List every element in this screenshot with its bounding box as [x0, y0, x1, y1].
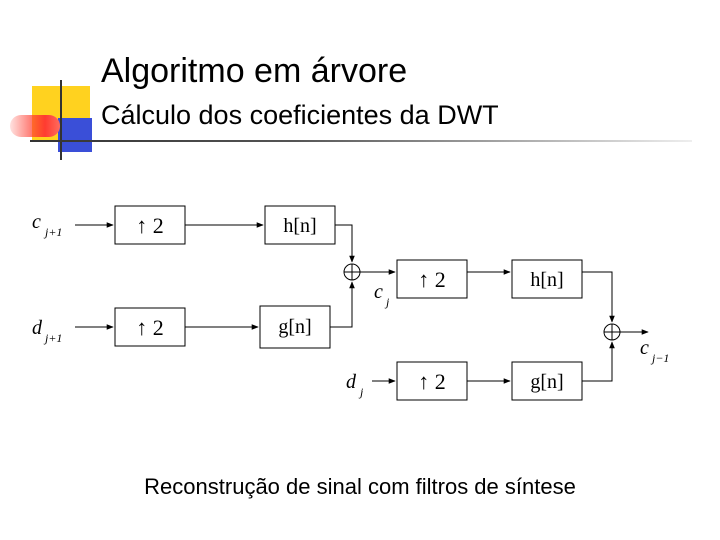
signal-lines-stage2: [360, 269, 649, 384]
svg-text:d: d: [346, 371, 357, 393]
svg-text:g[n]: g[n]: [278, 316, 311, 338]
svg-text:↑ 2: ↑ 2: [136, 315, 164, 340]
svg-text:c: c: [640, 337, 649, 359]
svg-text:↑ 2: ↑ 2: [136, 213, 164, 238]
logo-blue-square: [58, 118, 92, 152]
svg-text:h[n]: h[n]: [283, 215, 316, 237]
svg-text:c: c: [32, 211, 41, 233]
svg-text:↑ 2: ↑ 2: [418, 267, 446, 292]
diagram-caption: Reconstrução de sinal com filtros de sín…: [144, 474, 576, 499]
svg-text:h[n]: h[n]: [530, 269, 563, 291]
label-c-j-plus-1: c j+1: [32, 211, 62, 239]
filter-g-stage2: g[n]: [511, 361, 583, 401]
svg-text:j: j: [358, 385, 364, 399]
label-c-j: c j: [374, 281, 390, 309]
upsampler-c-stage2: ↑ 2: [396, 259, 468, 299]
filter-h-stage2: h[n]: [511, 259, 583, 299]
filter-h-stage1: h[n]: [264, 205, 336, 245]
svg-text:c: c: [374, 281, 383, 303]
svg-text:d: d: [32, 317, 43, 339]
title-divider: [30, 140, 692, 142]
svg-text:↑ 2: ↑ 2: [418, 369, 446, 394]
signal-lines-stage1: [75, 222, 355, 330]
filter-g-stage1: g[n]: [259, 305, 331, 349]
svg-text:j+1: j+1: [43, 225, 62, 239]
adder-stage1: [343, 263, 361, 281]
logo-vertical-line: [60, 80, 62, 160]
label-c-j-minus-1: c j−1: [640, 337, 669, 365]
svg-text:j−1: j−1: [650, 351, 669, 365]
upsampler-d-stage2: ↑ 2: [396, 361, 468, 401]
upsampler-c-stage1: ↑ 2: [114, 205, 186, 245]
upsampler-d-stage1: ↑ 2: [114, 307, 186, 347]
svg-text:j+1: j+1: [43, 331, 62, 345]
label-d-j-plus-1: d j+1: [32, 317, 62, 345]
slide-title: Algoritmo em árvore: [101, 52, 408, 90]
label-d-j: d j: [346, 371, 364, 399]
logo-red-bar: [10, 115, 60, 137]
svg-text:g[n]: g[n]: [530, 371, 563, 393]
svg-text:j: j: [384, 295, 390, 309]
adder-stage2: [603, 323, 621, 341]
slide-subtitle: Cálculo dos coeficientes da DWT: [101, 100, 499, 130]
